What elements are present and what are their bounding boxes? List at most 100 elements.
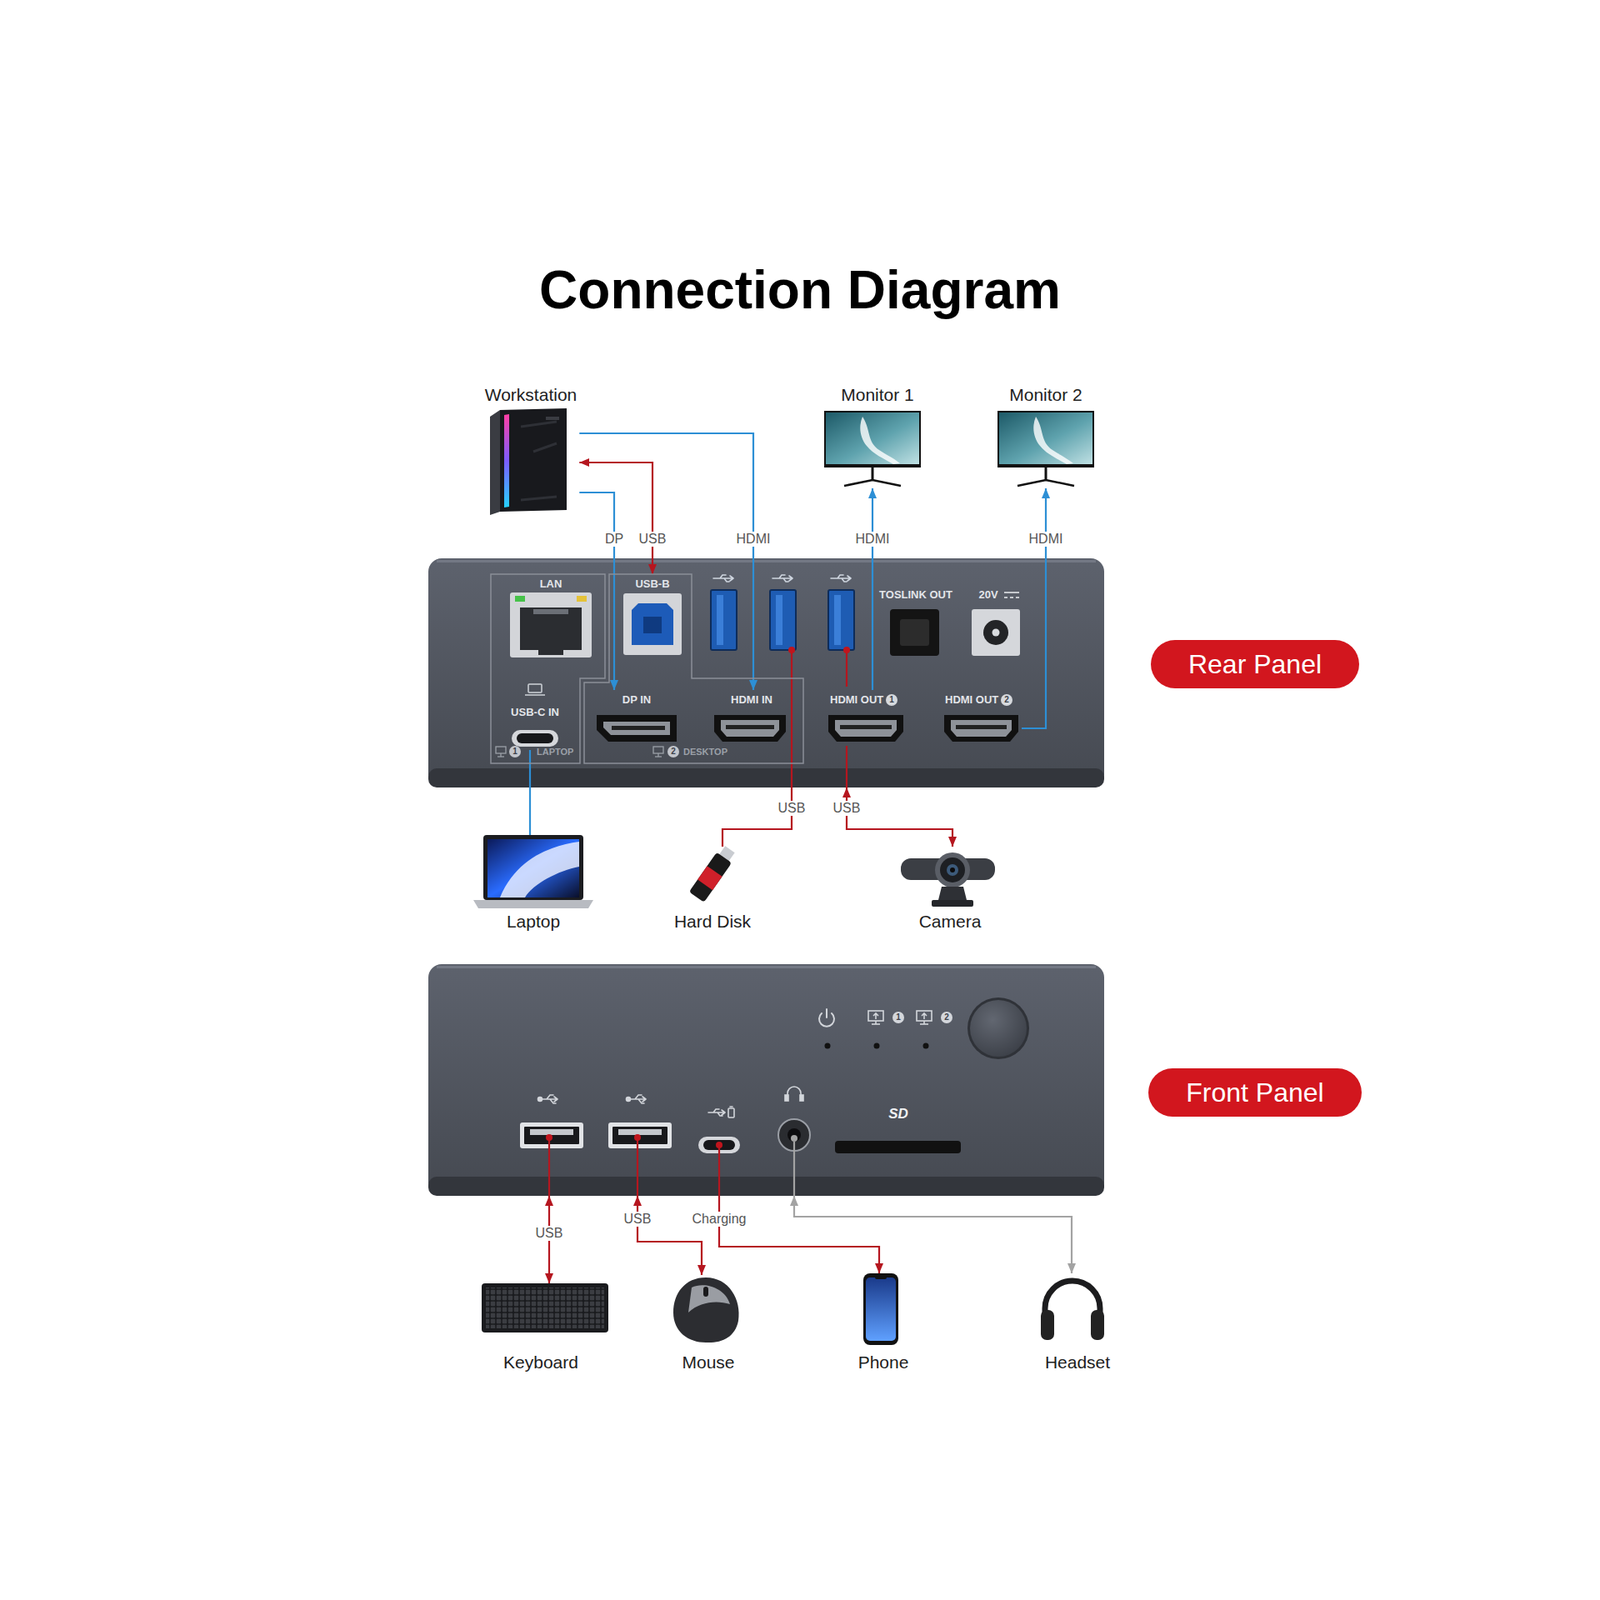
camera-icon bbox=[938, 886, 967, 900]
usb-a-socket bbox=[834, 595, 841, 645]
mouse-node: Mouse bbox=[670, 1275, 744, 1375]
superspeed-symbol bbox=[713, 575, 734, 582]
usb-c-socket bbox=[516, 733, 554, 744]
port-label: HDMI IN bbox=[730, 694, 773, 707]
hdmi-socket bbox=[714, 715, 1019, 742]
group-outline bbox=[490, 574, 605, 764]
dc-symbol bbox=[1004, 596, 1008, 599]
camera-icon bbox=[931, 900, 974, 907]
usb-c-in-port: USB-C IN bbox=[508, 679, 564, 750]
port-wire bbox=[715, 1141, 723, 1149]
port-label: HDMI OUT bbox=[830, 694, 884, 707]
monitor-node: Monitor 2 bbox=[997, 382, 1095, 489]
superspeed-symbol bbox=[772, 575, 793, 582]
device-label: Phone bbox=[858, 1352, 910, 1373]
dc-symbol bbox=[1015, 596, 1020, 599]
port-wire bbox=[793, 1141, 795, 1196]
port-wire bbox=[790, 1135, 798, 1142]
laptop-icon bbox=[473, 835, 594, 909]
usb-a-socket bbox=[716, 595, 724, 645]
camera-node: Camera bbox=[899, 846, 998, 935]
edge-label: HDMI bbox=[734, 531, 774, 547]
usb-b-socket bbox=[643, 616, 662, 634]
laptop-port-group: 1LAPTOPLANUSB-C IN bbox=[490, 574, 605, 764]
workstation-icon bbox=[545, 416, 560, 420]
dc-symbol bbox=[1010, 596, 1014, 599]
callout-number: 2 bbox=[940, 1011, 953, 1024]
edge-label: USB bbox=[533, 1225, 566, 1241]
rear-dock-body bbox=[436, 560, 1096, 563]
connector bbox=[722, 787, 792, 847]
workstation-icon bbox=[490, 410, 500, 515]
edge-label: USB bbox=[775, 800, 809, 816]
phone-node: Phone bbox=[855, 1273, 912, 1375]
laptop-symbol bbox=[525, 684, 545, 695]
callout-number: 2 bbox=[1000, 694, 1013, 706]
port-wire bbox=[545, 1134, 798, 1196]
front-panel-dock: Front Panel bbox=[428, 964, 1105, 1196]
hdmi-socket bbox=[828, 715, 904, 742]
group-label: LAPTOP bbox=[536, 746, 574, 758]
laptop-icon bbox=[500, 841, 580, 898]
dc-jack bbox=[971, 609, 1020, 656]
charging-symbol bbox=[728, 1108, 735, 1118]
usb-a-socket bbox=[612, 1126, 668, 1145]
connector bbox=[794, 1195, 1072, 1274]
laptop-icon bbox=[473, 900, 594, 909]
monitor-icon bbox=[997, 410, 1095, 486]
display-symbol bbox=[868, 1010, 932, 1025]
charging-symbol bbox=[730, 1105, 733, 1108]
flash-drive-icon bbox=[697, 865, 722, 890]
audio-jack bbox=[787, 1128, 801, 1142]
hdmi-socket bbox=[835, 720, 897, 737]
usb-a-socket bbox=[828, 590, 855, 650]
toslink-socket bbox=[890, 609, 940, 656]
usb-a-socket bbox=[710, 590, 737, 650]
device-label: Laptop bbox=[506, 911, 560, 932]
workstation-icon bbox=[520, 421, 557, 500]
usb-a-socket bbox=[618, 1129, 662, 1135]
front-dock-body bbox=[428, 964, 1105, 1196]
switch-button bbox=[967, 997, 1030, 1060]
monitor-icon bbox=[999, 412, 1093, 465]
led bbox=[825, 1043, 930, 1050]
hdmi-out-port: HDMI OUT1 bbox=[826, 690, 905, 745]
usb-wire bbox=[788, 646, 795, 654]
connector bbox=[637, 1195, 702, 1275]
camera-icon bbox=[946, 864, 959, 876]
usb-symbol bbox=[541, 1095, 558, 1104]
hdmi-socket bbox=[720, 720, 780, 737]
mouse-icon bbox=[673, 1277, 740, 1343]
flash-drive-icon bbox=[689, 844, 738, 903]
phone-icon bbox=[863, 1273, 899, 1345]
dc-jack bbox=[992, 629, 1000, 637]
sd-slot bbox=[835, 1140, 961, 1154]
camera-icon bbox=[900, 852, 995, 907]
keyboard-icon bbox=[481, 1283, 609, 1333]
monitor-node: Monitor 1 bbox=[824, 382, 921, 489]
lan-jack bbox=[533, 609, 569, 615]
displayport-socket bbox=[596, 715, 677, 742]
laptop-node: Laptop bbox=[471, 835, 595, 935]
usb-wire bbox=[790, 650, 793, 788]
led bbox=[923, 1043, 930, 1050]
port-wire bbox=[548, 1137, 550, 1196]
device-label: Headset bbox=[1045, 1352, 1110, 1373]
hdmi-socket bbox=[840, 725, 892, 730]
connector bbox=[579, 462, 653, 575]
monitor-icon bbox=[825, 412, 920, 465]
led bbox=[825, 1043, 831, 1050]
device-label: Keyboard bbox=[503, 1352, 579, 1373]
usb-a-socket bbox=[524, 1126, 580, 1145]
usb-a-socket bbox=[710, 590, 855, 650]
charging-symbol bbox=[708, 1106, 735, 1118]
laptop-icon bbox=[487, 839, 580, 898]
lan-jack bbox=[520, 607, 582, 655]
keyboard-icon bbox=[481, 1283, 609, 1333]
port-wire bbox=[634, 1134, 641, 1141]
device-label: Camera bbox=[919, 911, 982, 932]
port-label: USB-C IN bbox=[510, 706, 560, 720]
display-symbol bbox=[873, 1013, 879, 1020]
usb-a-socket bbox=[520, 1122, 584, 1149]
